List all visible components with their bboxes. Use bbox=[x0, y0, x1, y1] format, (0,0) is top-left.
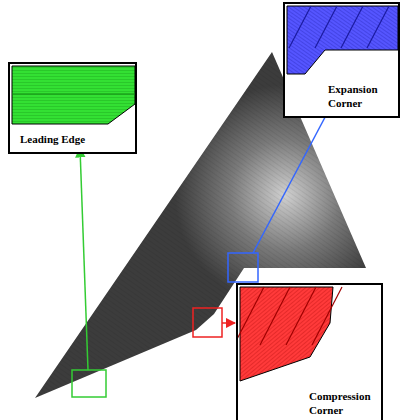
leader-arrow bbox=[80, 148, 88, 370]
zoom-inset: Expansion Corner bbox=[283, 2, 400, 118]
leader-arrow bbox=[222, 322, 235, 324]
inset-label: Compression Corner bbox=[309, 389, 371, 417]
inset-label: Leading Edge bbox=[20, 132, 85, 146]
zoom-frame bbox=[72, 370, 106, 397]
zoom-frame bbox=[193, 308, 222, 337]
zoom-inset: Compression Corner bbox=[236, 283, 383, 420]
inset-label: Expansion Corner bbox=[328, 82, 390, 110]
zoom-frame bbox=[228, 253, 258, 282]
zoom-inset: Leading Edge bbox=[8, 62, 137, 154]
leader-arrow bbox=[253, 106, 331, 253]
